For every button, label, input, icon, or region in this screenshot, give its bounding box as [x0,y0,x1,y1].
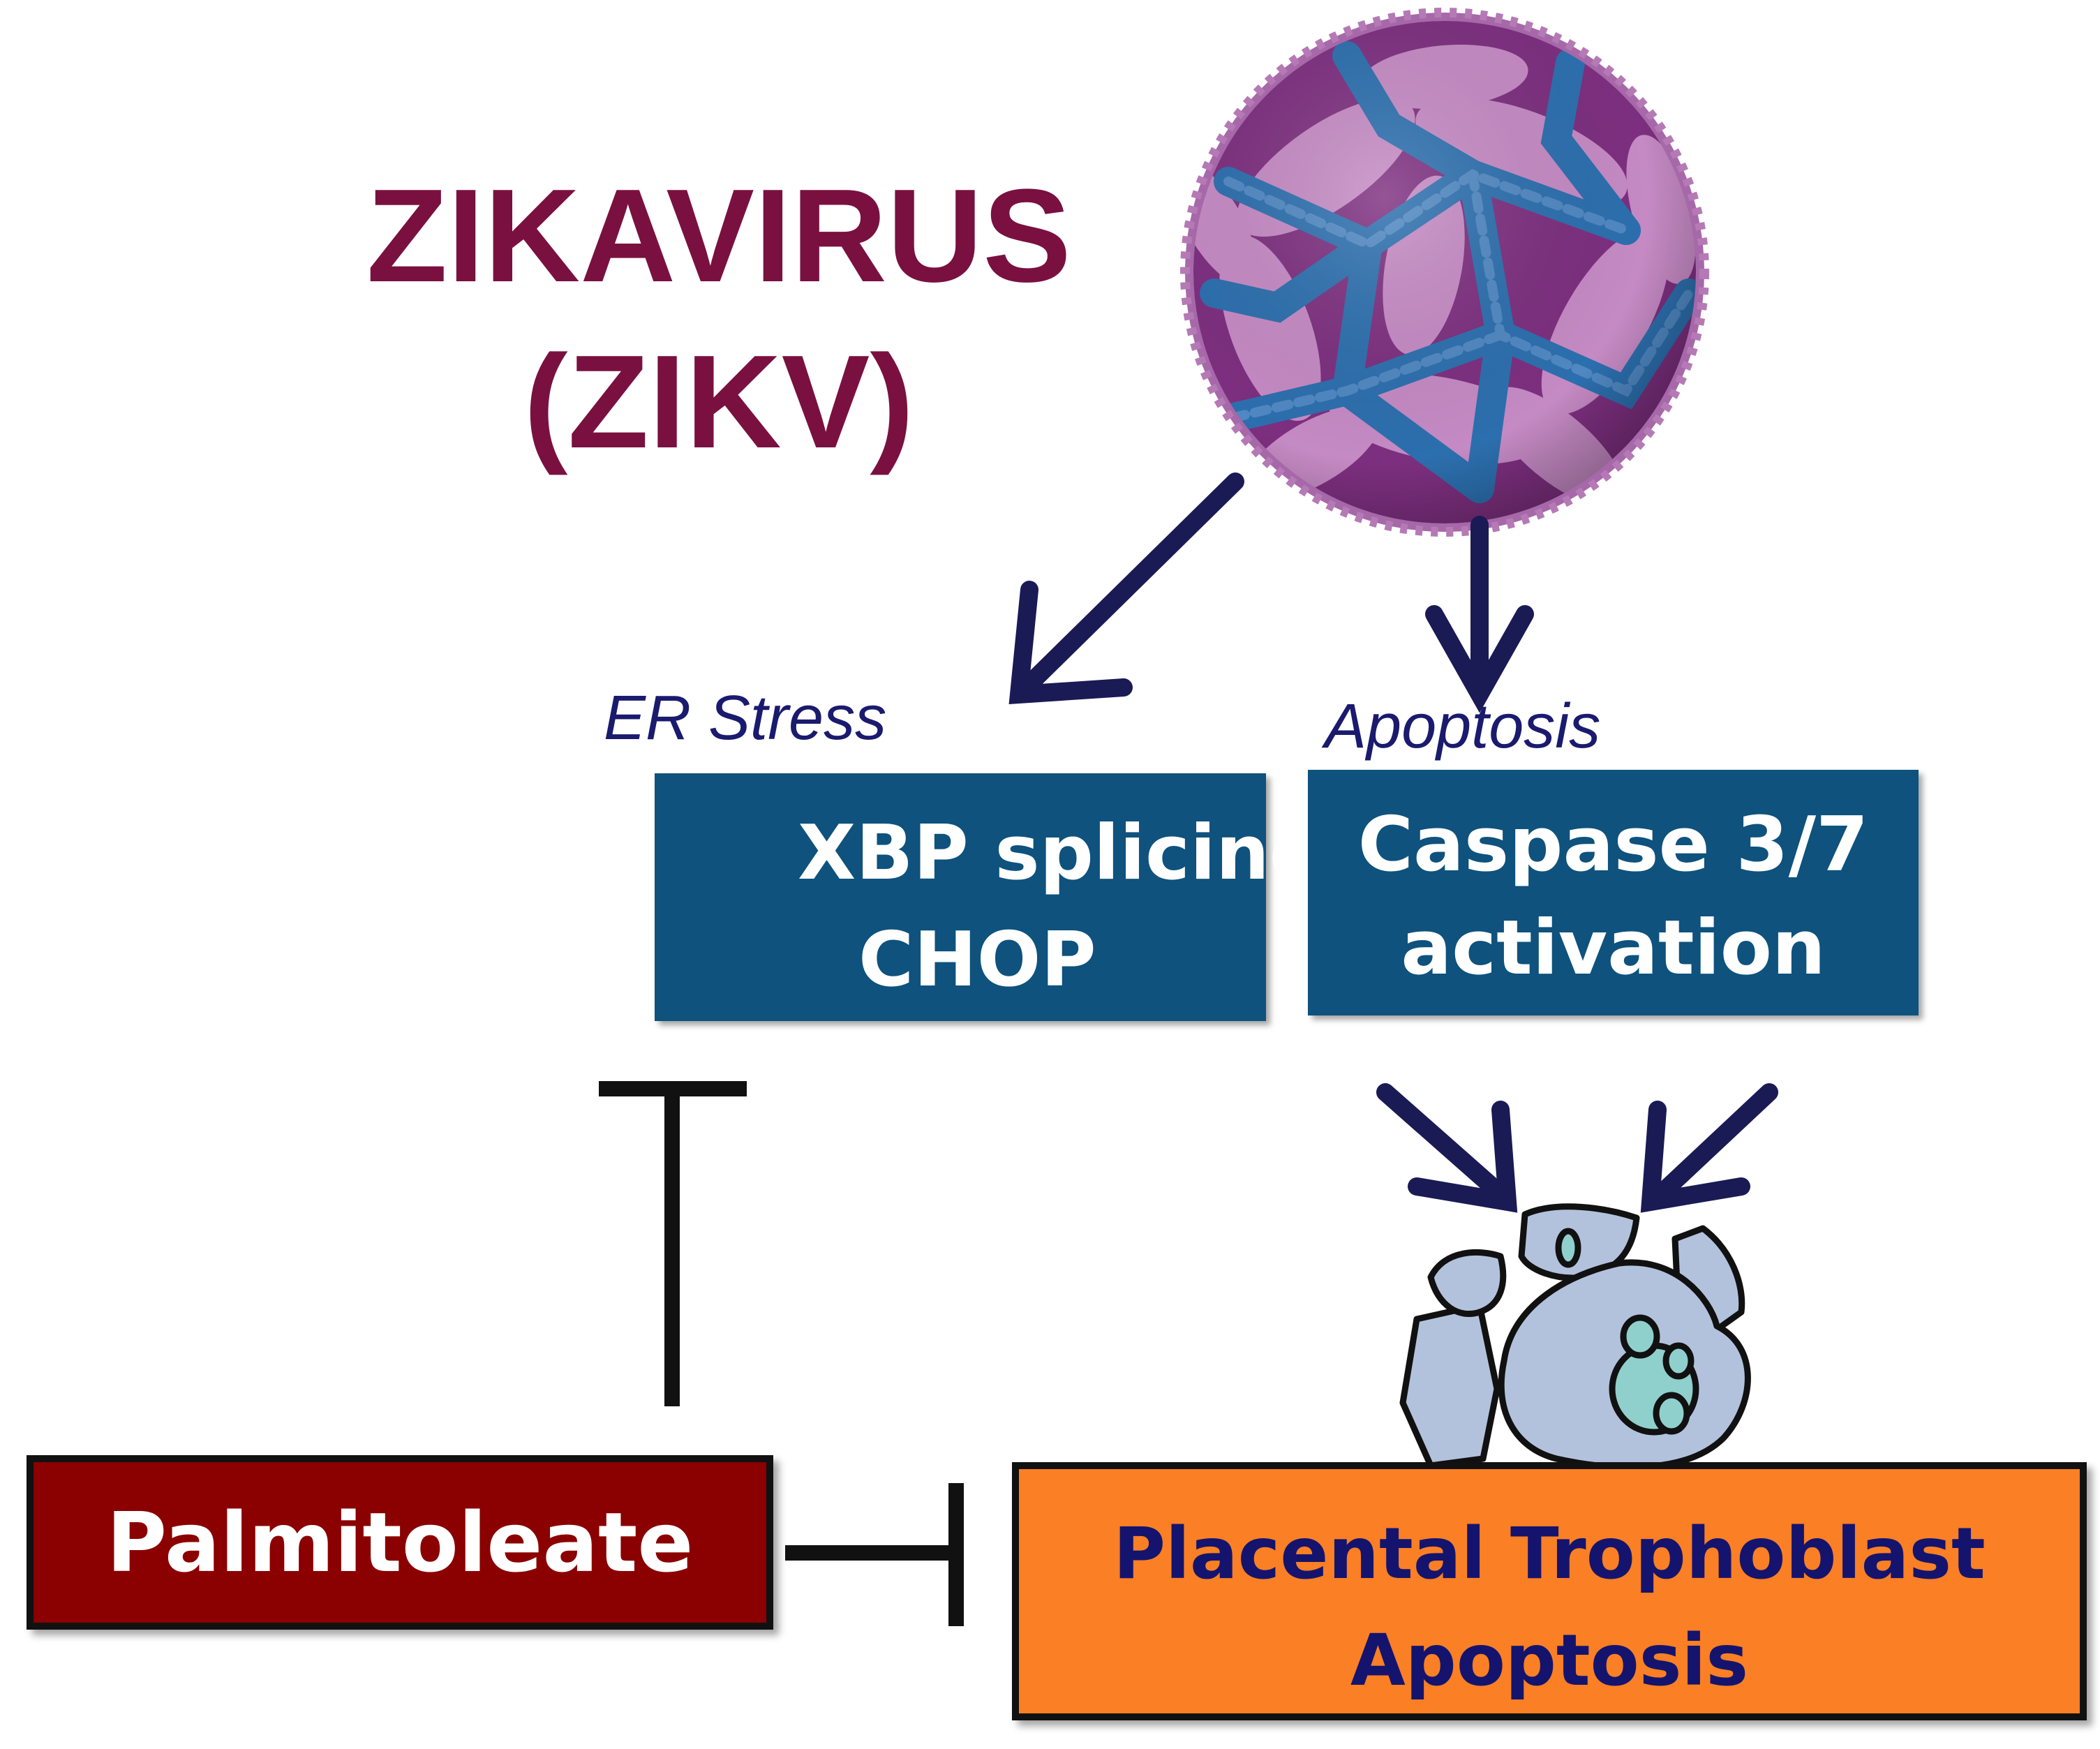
arrow-caspase-to-cells-left [1376,1083,1518,1213]
palmitoleate-text: Palmitoleate [106,1494,694,1591]
palmitoleate-box: Palmitoleate [27,1455,773,1630]
inhibition-palmitoleate-to-trophoblast [785,1483,964,1626]
xbp-chop-box: XBP splicing CHOP [655,773,1323,1021]
caspase-text: Caspase 3/7 [1357,801,1869,888]
caspase-box: Caspase 3/7 activation [1308,770,1919,1015]
trophoblast-apoptosis-box: Placental Trophoblast Apoptosis [1012,1462,2087,1720]
activation-text: activation [1401,905,1826,992]
inhibition-palmitoleate-to-er-stress [599,1081,747,1406]
trophoblast-line-1: Placental Trophoblast [1113,1512,1986,1595]
trophoblast-line-2: Apoptosis [1350,1619,1749,1702]
arrow-virus-to-er-stress [1008,472,1244,704]
xbp-splicing-text: XBP splicing [798,810,1324,897]
arrow-caspase-to-cells-right [1640,1083,1778,1213]
virus-particle-icon [1180,8,1709,537]
arrow-virus-to-apoptosis [1425,516,1534,713]
title-line-1: ZIKAVIRUS [366,162,1071,310]
apoptosis-label: Apoptosis [1325,692,1601,761]
apoptotic-cell-cluster-icon [1399,1203,1751,1471]
er-stress-label: ER Stress [604,683,887,753]
chop-text: CHOP [858,916,1096,1004]
title-line-2: (ZIKV) [523,327,914,476]
diagram-title: ZIKAVIRUS (ZIKV) [349,154,1089,485]
